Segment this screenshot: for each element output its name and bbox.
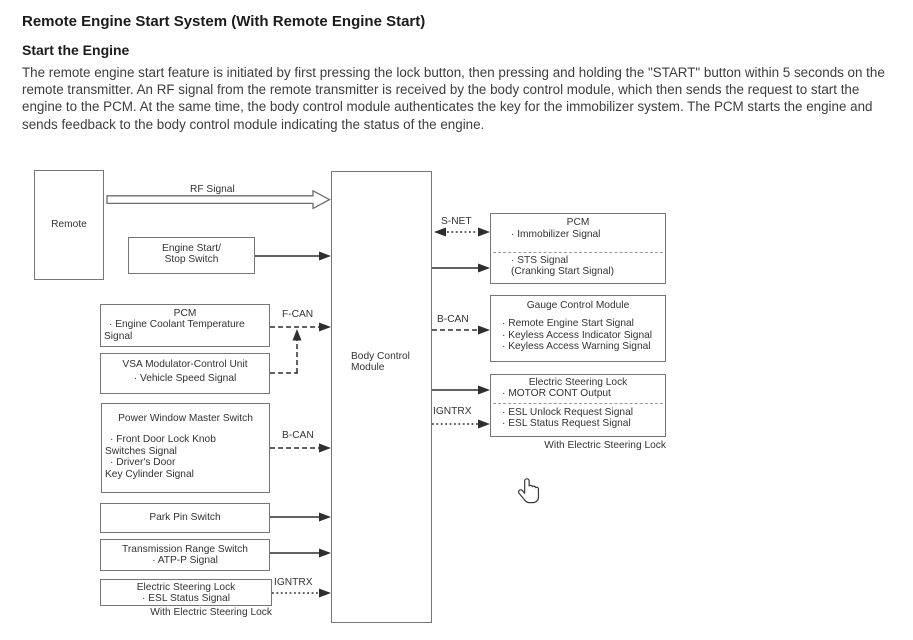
description-paragraph: The remote engine start feature is initi… (22, 65, 885, 132)
esl-motor-arrow (432, 385, 490, 395)
rf-signal-label: RF Signal (190, 184, 235, 195)
rf-signal-arrow (106, 189, 331, 210)
transmission-range-switch-box: Transmission Range Switch · ATP-P Signal (100, 539, 270, 571)
electric-steering-lock-left-box: Electric Steering Lock · ESL Status Sign… (100, 579, 272, 606)
snet-arrow (434, 227, 490, 237)
park-pin-arrow (270, 512, 331, 522)
pcm-right-box: PCM · Immobilizer Signal · STS Signal (C… (490, 213, 666, 284)
section-heading: Start the Engine (22, 42, 130, 58)
engine-start-stop-switch-box: Engine Start/ Stop Switch (128, 237, 255, 274)
snet-label: S-NET (441, 216, 472, 227)
pcm-left-box: PCM · Engine Coolant Temperature Signal (100, 304, 270, 347)
gauge-control-module-box: Gauge Control Module · Remote Engine Sta… (490, 295, 666, 362)
power-window-master-switch-box: Power Window Master Switch · Front Door … (101, 403, 270, 493)
esl-left-caption: With Electric Steering Lock (150, 607, 272, 618)
igntrx-left-arrow (272, 588, 331, 598)
bcan-right-arrow (432, 325, 490, 335)
fcan-label: F-CAN (282, 309, 314, 320)
remote-box: Remote (34, 170, 104, 280)
pcm-cranking-arrow (432, 263, 490, 273)
esl-right-divider (493, 403, 663, 404)
igntrx-right-label: IGNTRX (433, 406, 472, 417)
igntrx-right-arrow (432, 419, 490, 429)
pcm-right-divider (493, 252, 663, 253)
bcan-left-label: B-CAN (282, 430, 314, 441)
vsa-modulator-box: VSA Modulator-Control Unit · Vehicle Spe… (100, 353, 270, 394)
body-control-module-box: Body Control Module (331, 171, 432, 623)
remote-label: Remote (51, 219, 87, 231)
fcan-arrow (270, 322, 331, 374)
esl-right-caption: With Electric Steering Lock (544, 440, 666, 451)
engine-switch-arrow (255, 251, 331, 261)
electric-steering-lock-right-box: Electric Steering Lock · MOTOR CONT Outp… (490, 374, 666, 437)
hand-pointer-cursor (517, 478, 540, 504)
igntrx-left-label: IGNTRX (274, 577, 313, 588)
page-title: Remote Engine Start System (With Remote … (22, 13, 426, 30)
trans-range-arrow (270, 548, 331, 558)
bcan-left-arrow (270, 443, 331, 453)
park-pin-switch-box: Park Pin Switch (100, 503, 270, 533)
bcan-right-label: B-CAN (437, 314, 469, 325)
